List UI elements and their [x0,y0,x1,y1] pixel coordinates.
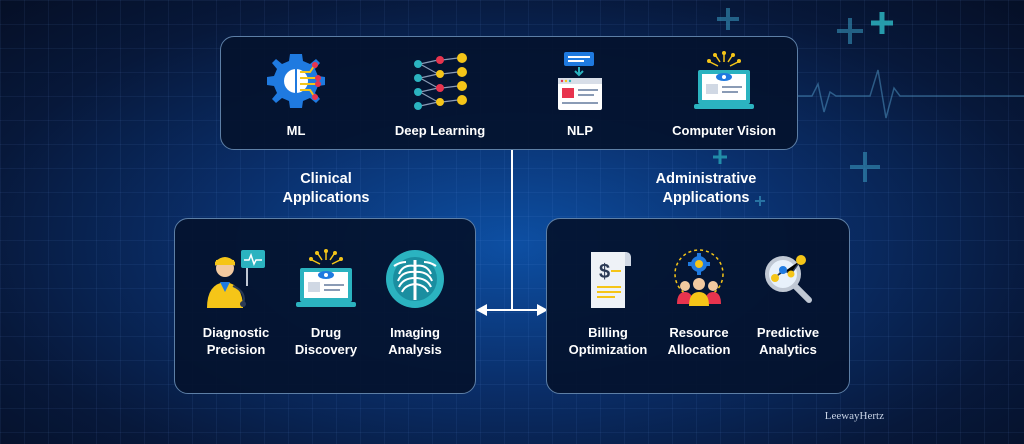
tech-item-ml: ML [246,50,346,139]
clinical-label-drug-line2: Discovery [294,342,358,357]
admin-label-predictive-line2: Analytics [759,342,817,357]
admin-item-billing-optimization: $ Billing Optimization [562,248,654,358]
svg-text:$: $ [599,261,610,283]
arrow-right [537,304,548,316]
cross-decoration [837,18,863,44]
cross-decoration [850,152,880,182]
cross-decoration [871,12,893,34]
clinical-label-diagnostic-line1: Diagnostic [202,325,270,340]
admin-label-billing-line2: Optimization [568,342,648,357]
clinical-label-drug-line1: Drug [310,325,342,340]
doctor-monitor-icon [207,250,265,308]
pulse-line [798,69,1024,119]
tech-label-nlp: NLP [567,123,593,138]
tech-label-deep-learning: Deep Learning [394,123,486,138]
clinical-label-diagnostic-line2: Precision [206,342,266,357]
cross-decoration [717,8,739,30]
clinical-item-diagnostic-precision: Diagnostic Precision [190,248,282,358]
administrative-applications-title: Administrative Applications [606,170,806,208]
admin-item-resource-allocation: Resource Allocation [656,248,742,358]
tech-label-ml: ML [286,123,306,138]
clinical-item-drug-discovery: Drug Discovery [284,248,368,358]
administrative-title-line2: Applications [662,190,750,206]
clinical-item-imaging-analysis: Imaging Analysis [372,248,458,358]
laptop-eye-icon [694,51,754,109]
tech-item-nlp: NLP [530,50,630,139]
clinical-title-line2: Applications [282,190,370,206]
clinical-title-line1: Clinical [300,171,352,187]
clinical-applications-title: Clinical Applications [226,170,426,208]
xray-chest-icon [386,250,444,308]
laptop-molecule-icon [296,249,356,307]
neural-network-icon [414,53,467,110]
tech-item-deep-learning: Deep Learning [384,50,496,139]
admin-label-predictive-line1: Predictive [756,325,820,340]
team-gear-icon [674,249,724,306]
clinical-label-imaging-line1: Imaging [390,325,440,340]
magnifier-analytics-icon [765,255,812,303]
brand-watermark: LeewayHertz [824,410,884,422]
bill-dollar-icon: $ [591,252,631,308]
gear-circuit-icon [267,54,325,108]
admin-label-resource-line2: Allocation [667,342,731,357]
arrow-left [476,304,487,316]
clinical-label-imaging-line2: Analysis [388,342,442,357]
admin-label-resource-line1: Resource [669,325,729,340]
administrative-title-line1: Administrative [655,171,757,187]
nlp-document-icon [558,52,602,110]
tech-label-computer-vision: Computer Vision [672,123,776,138]
tech-item-computer-vision: Computer Vision [664,50,784,139]
admin-label-billing-line1: Billing [588,325,628,340]
admin-item-predictive-analytics: Predictive Analytics [744,248,832,358]
